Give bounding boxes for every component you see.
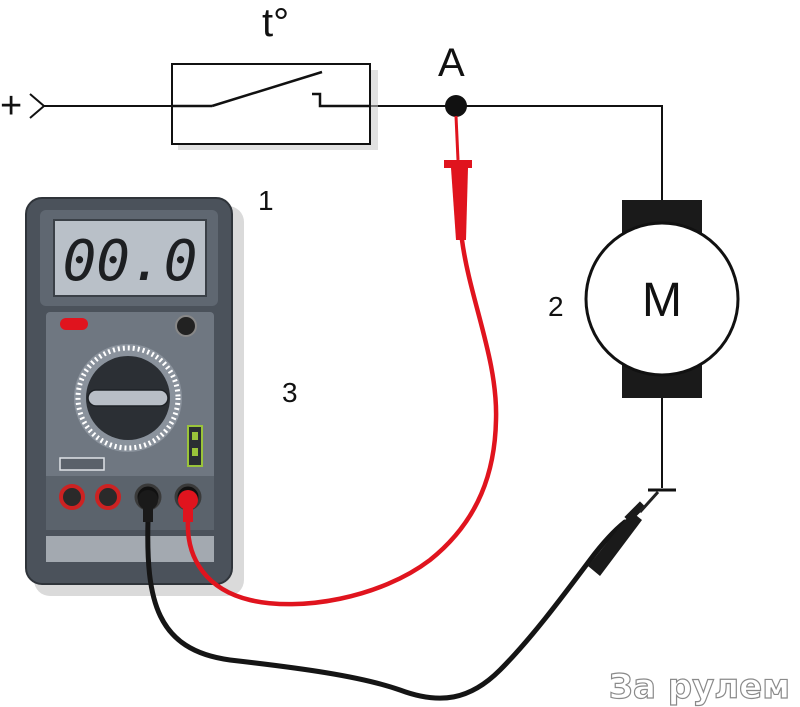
- switch-number-label: 1: [258, 185, 274, 216]
- multimeter: 00.0: [25, 197, 244, 596]
- black-lead-cable: [145, 517, 628, 701]
- motor-number-label: 2: [548, 291, 564, 322]
- power-button: [60, 318, 88, 330]
- red-probe: [178, 115, 499, 607]
- black-probe: [138, 490, 660, 701]
- temperature-label: t°: [262, 1, 289, 45]
- meter-number-label: 3: [282, 377, 298, 408]
- black-probe-tip: [638, 490, 660, 514]
- jack-2: [95, 484, 121, 510]
- black-probe-guard: [624, 501, 646, 523]
- red-lead-cable: [185, 237, 499, 607]
- red-probe-guard: [444, 160, 472, 168]
- plus-terminal-label: +: [0, 85, 22, 127]
- red-probe-handle: [451, 168, 468, 240]
- thermal-switch: [171, 63, 378, 150]
- motor: [584, 200, 740, 398]
- lcd-reading: 00.0: [63, 229, 198, 294]
- node-a-label: A: [438, 41, 465, 85]
- motor-letter: M: [642, 274, 682, 327]
- black-probe-handle: [588, 512, 642, 576]
- rotary-dial: [74, 344, 182, 452]
- input-arrow: [29, 93, 46, 119]
- hold-button: [175, 315, 197, 337]
- node-a-dot: [445, 95, 467, 117]
- mode-switch: [59, 457, 105, 471]
- red-probe-tip: [454, 115, 460, 161]
- lcd-screen: [53, 219, 207, 297]
- circuit-wires: [29, 93, 676, 492]
- wire-a-to-motor: [456, 105, 663, 200]
- switch-box: [171, 63, 371, 145]
- jack-1: [59, 484, 85, 510]
- switch-blade: [211, 70, 323, 108]
- dial-knob-grip: [87, 389, 169, 407]
- switch-contact: [312, 92, 370, 108]
- meter-foot: [46, 536, 214, 562]
- range-indicator: [187, 425, 203, 467]
- watermark-logo: За рулем: [609, 667, 790, 707]
- motor-body: [584, 221, 740, 377]
